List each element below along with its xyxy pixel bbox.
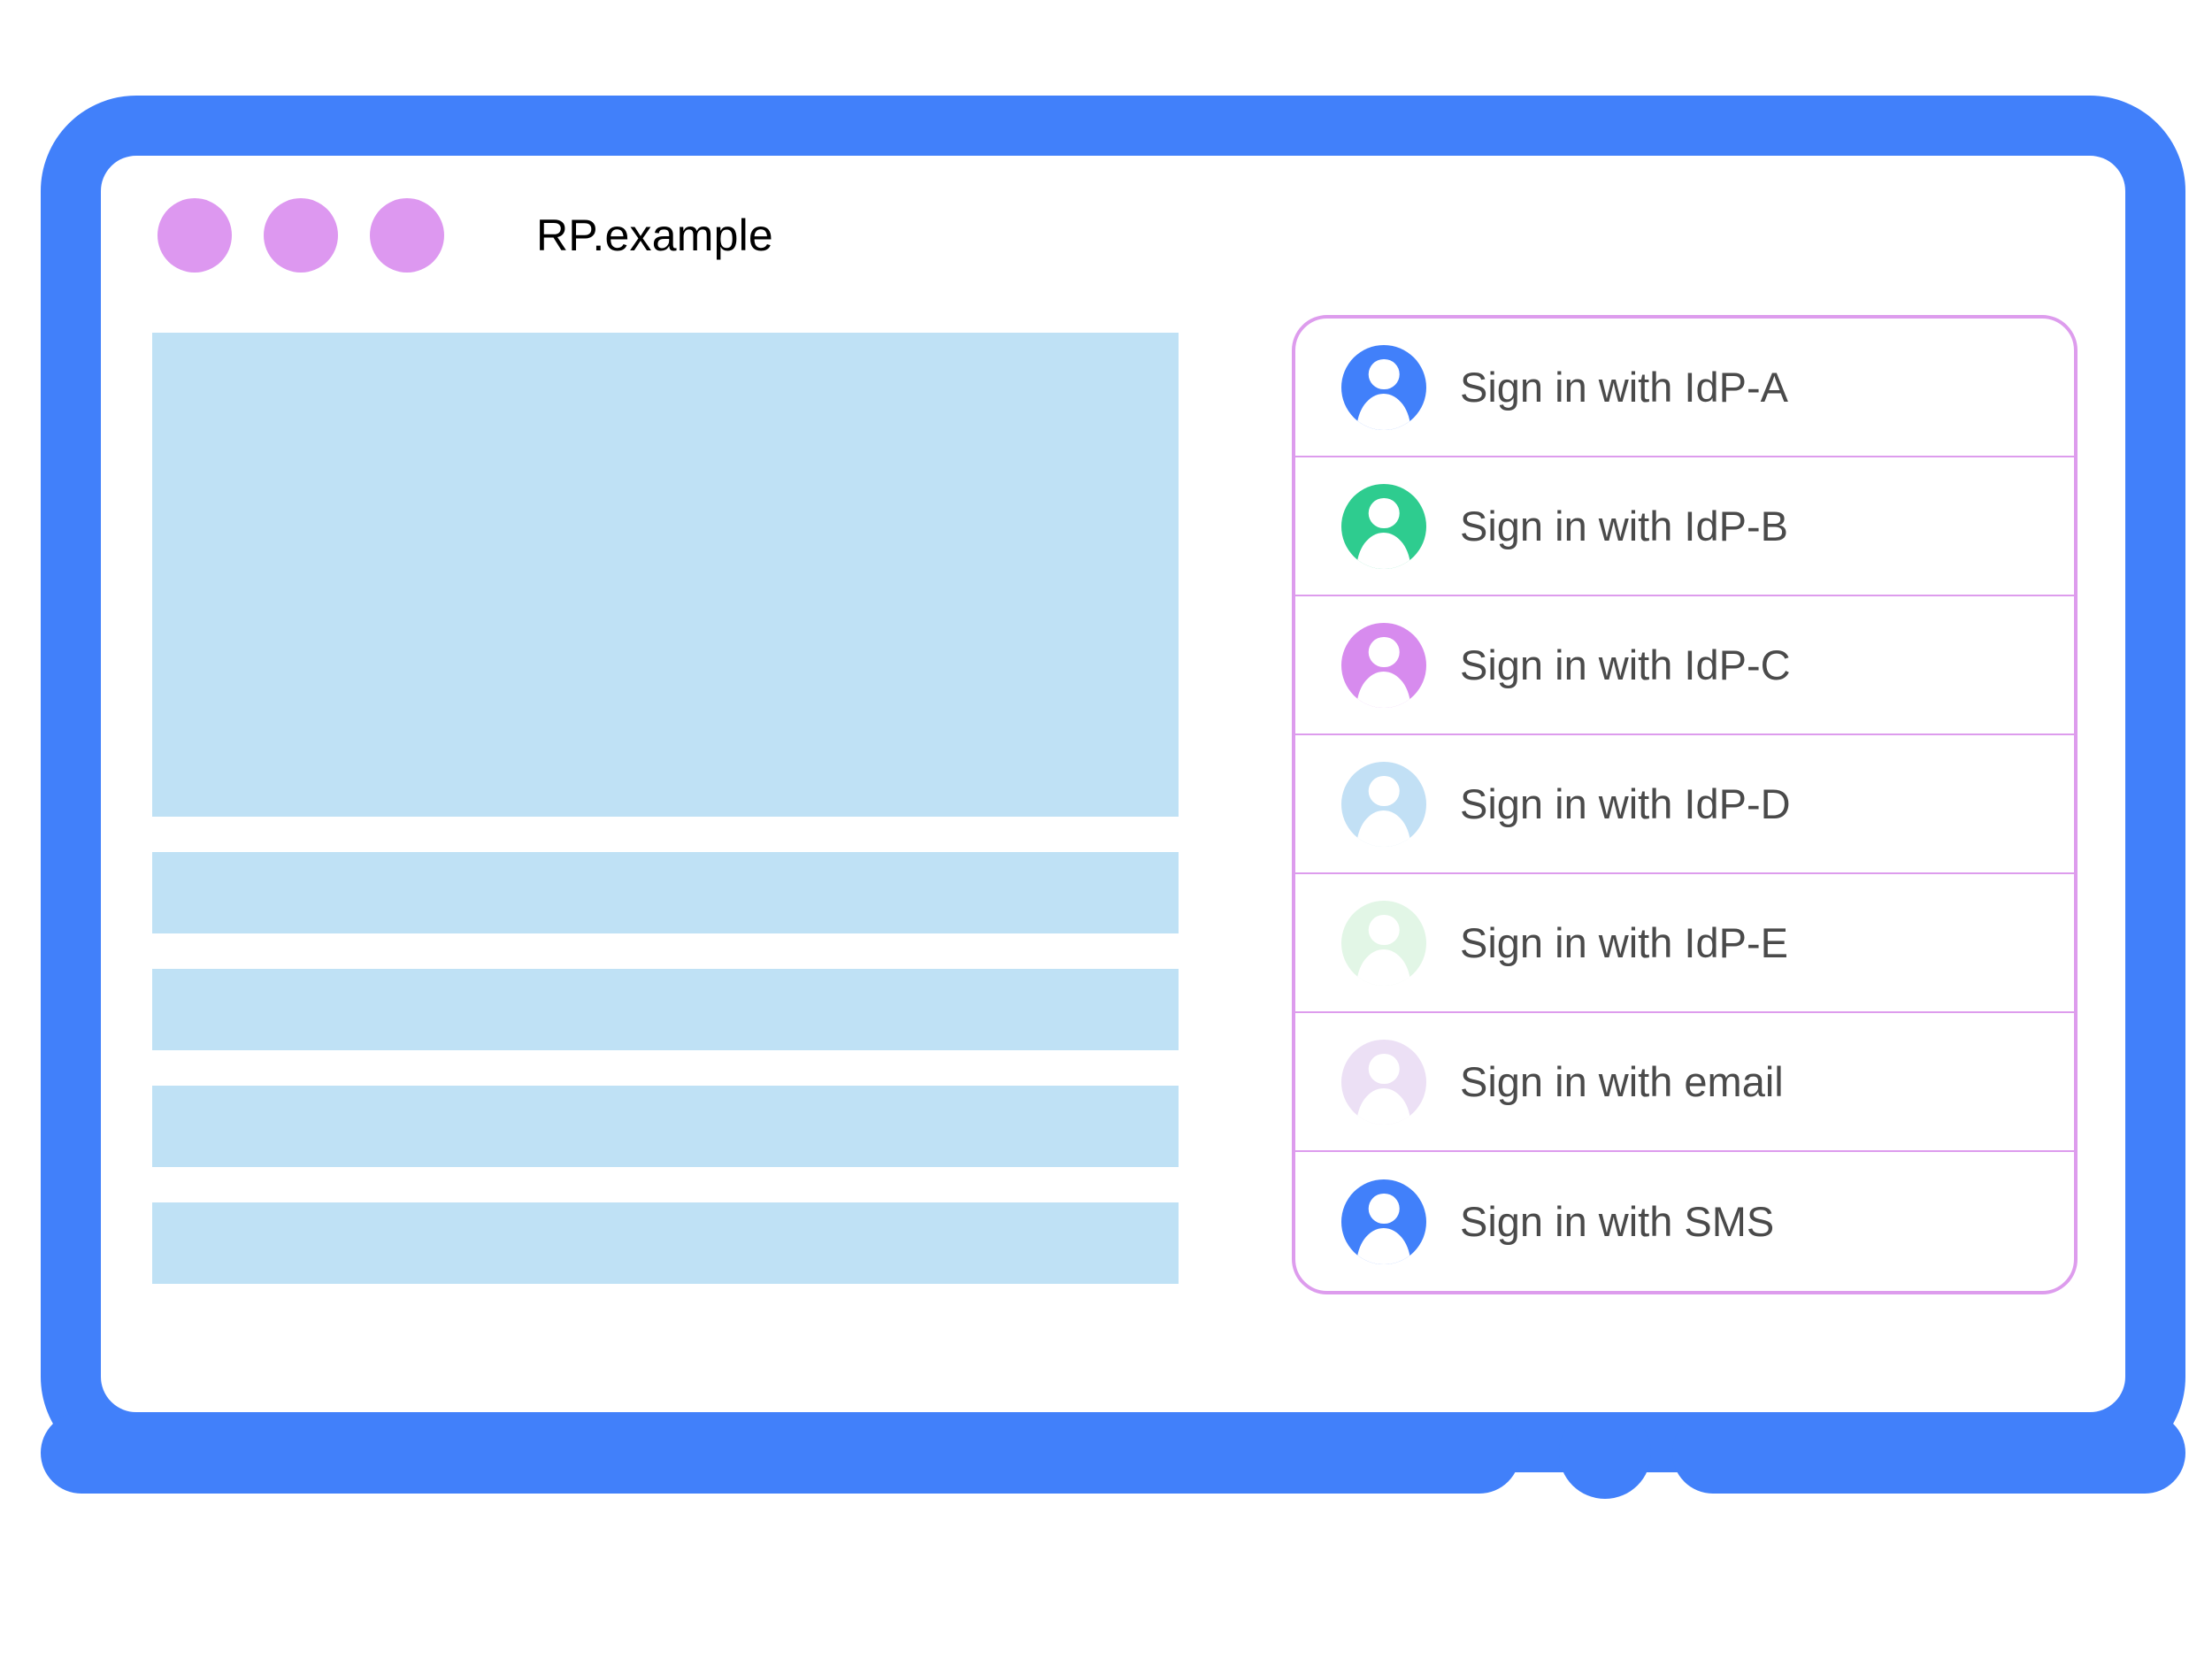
- account-avatar-icon: [1341, 1179, 1426, 1264]
- content-placeholder-column: [152, 333, 1179, 1319]
- signin-option-row[interactable]: Sign in with IdP-D: [1295, 735, 2074, 874]
- avatar-head: [1368, 914, 1400, 946]
- signin-option-label: Sign in with IdP-C: [1460, 641, 1791, 688]
- window-dot-1[interactable]: [157, 198, 232, 273]
- avatar-shoulders: [1356, 1088, 1411, 1125]
- window-dot-3[interactable]: [370, 198, 444, 273]
- avatar-head: [1368, 1193, 1400, 1225]
- account-avatar-icon: [1341, 900, 1426, 986]
- browser-titlebar: RP.example: [101, 156, 2125, 315]
- signin-option-label: Sign in with SMS: [1460, 1198, 1775, 1245]
- avatar-shoulders: [1356, 1228, 1411, 1264]
- device-bottom-bezel: [41, 1407, 2185, 1511]
- text-placeholder-2: [152, 969, 1179, 1050]
- bottom-bezel-bar-right: [1672, 1412, 2185, 1494]
- window-controls: [157, 198, 444, 273]
- avatar-shoulders: [1356, 672, 1411, 708]
- signin-option-label: Sign in with IdP-E: [1460, 919, 1788, 966]
- avatar-shoulders: [1356, 949, 1411, 986]
- avatar-shoulders: [1356, 810, 1411, 847]
- signin-option-row[interactable]: Sign in with IdP-B: [1295, 457, 2074, 596]
- account-avatar-icon: [1341, 483, 1426, 569]
- signin-option-row[interactable]: Sign in with IdP-E: [1295, 874, 2074, 1013]
- avatar-head: [1368, 1053, 1400, 1085]
- account-avatar-icon: [1341, 1039, 1426, 1125]
- account-avatar-icon: [1341, 344, 1426, 430]
- bottom-bezel-bar-left: [41, 1412, 1520, 1494]
- signin-option-row[interactable]: Sign in with IdP-A: [1295, 319, 2074, 457]
- text-placeholder-3: [152, 1086, 1179, 1167]
- page-body: Sign in with IdP-A Sign in with IdP-B Sign…: [101, 315, 2125, 1412]
- avatar-head: [1368, 775, 1400, 807]
- signin-option-label: Sign in with IdP-D: [1460, 780, 1791, 827]
- signin-option-label: Sign in with IdP-B: [1460, 503, 1788, 549]
- hero-placeholder: [152, 333, 1179, 817]
- account-avatar-icon: [1341, 622, 1426, 708]
- window-dot-2[interactable]: [264, 198, 338, 273]
- avatar-head: [1368, 636, 1400, 668]
- text-placeholder-4: [152, 1202, 1179, 1284]
- page-title: RP.example: [536, 211, 773, 260]
- avatar-shoulders: [1356, 394, 1411, 430]
- avatar-head: [1368, 497, 1400, 529]
- signin-option-label: Sign in with email: [1460, 1058, 1784, 1105]
- signin-panel: Sign in with IdP-A Sign in with IdP-B Sign…: [1292, 315, 2078, 1294]
- signin-option-row[interactable]: Sign in with IdP-C: [1295, 596, 2074, 735]
- account-avatar-icon: [1341, 761, 1426, 847]
- signin-option-row[interactable]: Sign in with email: [1295, 1013, 2074, 1152]
- signin-option-row[interactable]: Sign in with SMS: [1295, 1152, 2074, 1291]
- signin-option-label: Sign in with IdP-A: [1460, 364, 1788, 411]
- avatar-head: [1368, 358, 1400, 390]
- avatar-shoulders: [1356, 533, 1411, 569]
- text-placeholder-1: [152, 852, 1179, 933]
- home-button[interactable]: [1559, 1407, 1651, 1499]
